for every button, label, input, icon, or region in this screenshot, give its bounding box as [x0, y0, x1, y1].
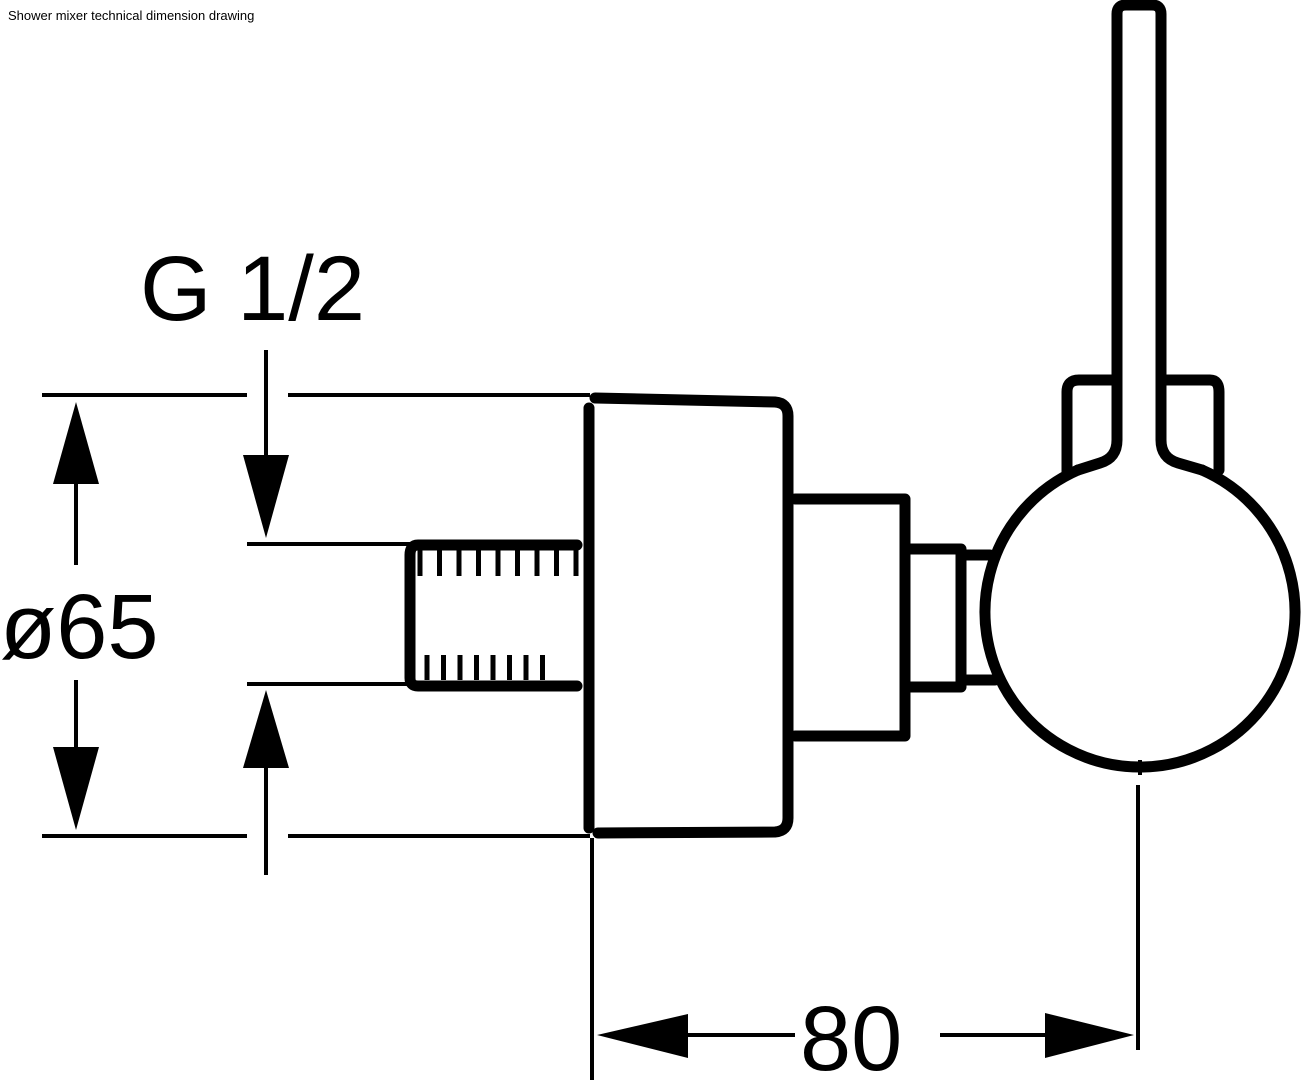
- body-section-small: [957, 549, 1001, 686]
- diameter-dimension: [42, 393, 590, 838]
- threaded-connector: [404, 539, 583, 692]
- thread-dimension: [243, 350, 410, 875]
- handle-collar: [1061, 374, 1225, 478]
- arrow-down-icon: [243, 455, 289, 538]
- arrow-up-icon: [53, 402, 99, 484]
- handle-lever: [1072, 0, 1208, 476]
- thread-size-label: G 1/2: [140, 238, 365, 340]
- wall-rosette: [583, 392, 794, 839]
- projection-dimension: [590, 760, 1142, 1080]
- thread-outline: [404, 539, 583, 692]
- body-section-large: [789, 493, 911, 742]
- thread-marks-top: [417, 550, 579, 576]
- arrow-left-icon: [597, 1014, 688, 1058]
- arrow-up-icon: [243, 690, 289, 768]
- rosette-body: [589, 392, 794, 839]
- drawing-title: Shower mixer technical dimension drawing: [8, 8, 255, 23]
- valve-body: [789, 493, 1001, 742]
- arrow-right-icon: [1045, 1013, 1134, 1058]
- mixer-handle: [979, 0, 1301, 773]
- handle-sphere: [979, 464, 1301, 773]
- arrow-down-icon: [53, 747, 99, 830]
- thread-marks-bottom: [424, 655, 545, 680]
- diameter-label: ø65: [0, 576, 159, 678]
- projection-length-label: 80: [800, 988, 902, 1080]
- body-section-medium: [901, 543, 967, 693]
